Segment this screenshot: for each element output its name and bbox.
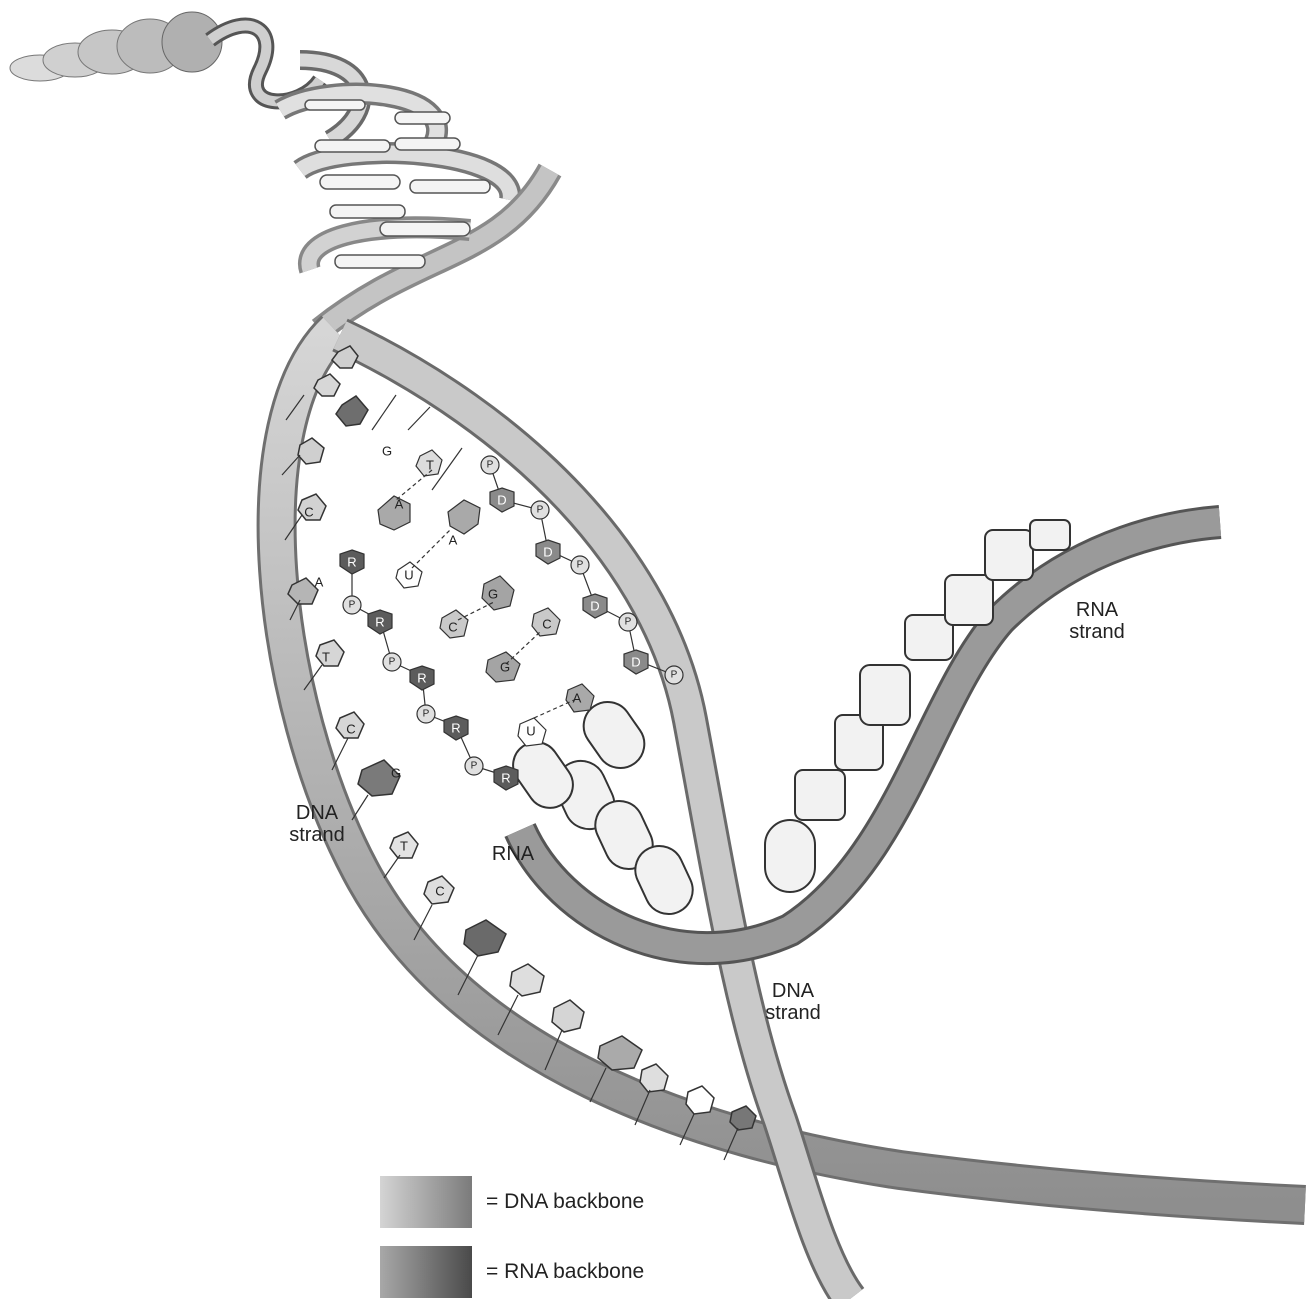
sugar-letter: D (631, 655, 640, 670)
base-letter: C (304, 505, 313, 520)
sugar-letter: R (417, 671, 426, 686)
base-letter: A (315, 575, 324, 590)
phosphate-letter: P (471, 761, 478, 772)
base-letter: C (435, 884, 444, 899)
sugar-letter: R (501, 771, 510, 786)
label-dna-strand-right: DNA strand (748, 980, 838, 1024)
phosphate-letter: P (537, 505, 544, 516)
base-letter: G (500, 660, 510, 675)
base-letter: U (526, 724, 535, 739)
base-letter: C (346, 722, 355, 737)
base-letter: C (448, 620, 457, 635)
base-letter: T (426, 458, 434, 473)
phosphate-letter: P (577, 560, 584, 571)
base-letter: A (395, 497, 404, 512)
phosphate-letter: P (349, 600, 356, 611)
rna-strand-bases (504, 520, 1070, 922)
coiled-helix (10, 12, 550, 330)
phosphate-letter: P (423, 709, 430, 720)
sugar-letter: D (543, 545, 552, 560)
label-line: strand (748, 1002, 838, 1024)
label-dna-strand-left: DNA strand (272, 802, 362, 846)
base-letter: A (573, 691, 582, 706)
base-letter: G (382, 444, 392, 459)
label-rna-strand: RNA strand (1052, 599, 1142, 643)
legend-dna-backbone: = DNA backbone (380, 1176, 644, 1228)
base-letter: G (488, 587, 498, 602)
label-line: DNA (748, 980, 838, 1002)
label-line: RNA (478, 843, 548, 865)
sugar-letter: R (347, 555, 356, 570)
sugar-letter: R (375, 615, 384, 630)
legend-text-dna: = DNA backbone (486, 1190, 644, 1214)
legend-swatch-rna (380, 1246, 472, 1298)
legend-text-rna: = RNA backbone (486, 1260, 644, 1284)
phosphate-letter: P (487, 460, 494, 471)
base-letter: T (400, 839, 408, 854)
sugar-letter: D (590, 599, 599, 614)
legend-swatch-dna (380, 1176, 472, 1228)
base-letter: G (391, 766, 401, 781)
label-line: DNA (272, 802, 362, 824)
base-letter: T (322, 650, 330, 665)
phosphate-letter: P (389, 657, 396, 668)
sugar-letter: R (451, 721, 460, 736)
sugar-letter: D (497, 493, 506, 508)
phosphate-letter: P (671, 670, 678, 681)
label-line: RNA (1052, 599, 1142, 621)
phosphate-letter: P (625, 617, 632, 628)
label-rna: RNA (478, 843, 548, 865)
base-letter: A (449, 533, 458, 548)
legend-rna-backbone: = RNA backbone (380, 1246, 644, 1298)
base-letter: C (542, 617, 551, 632)
label-line: strand (272, 824, 362, 846)
base-letter: U (404, 568, 413, 583)
label-line: strand (1052, 621, 1142, 643)
